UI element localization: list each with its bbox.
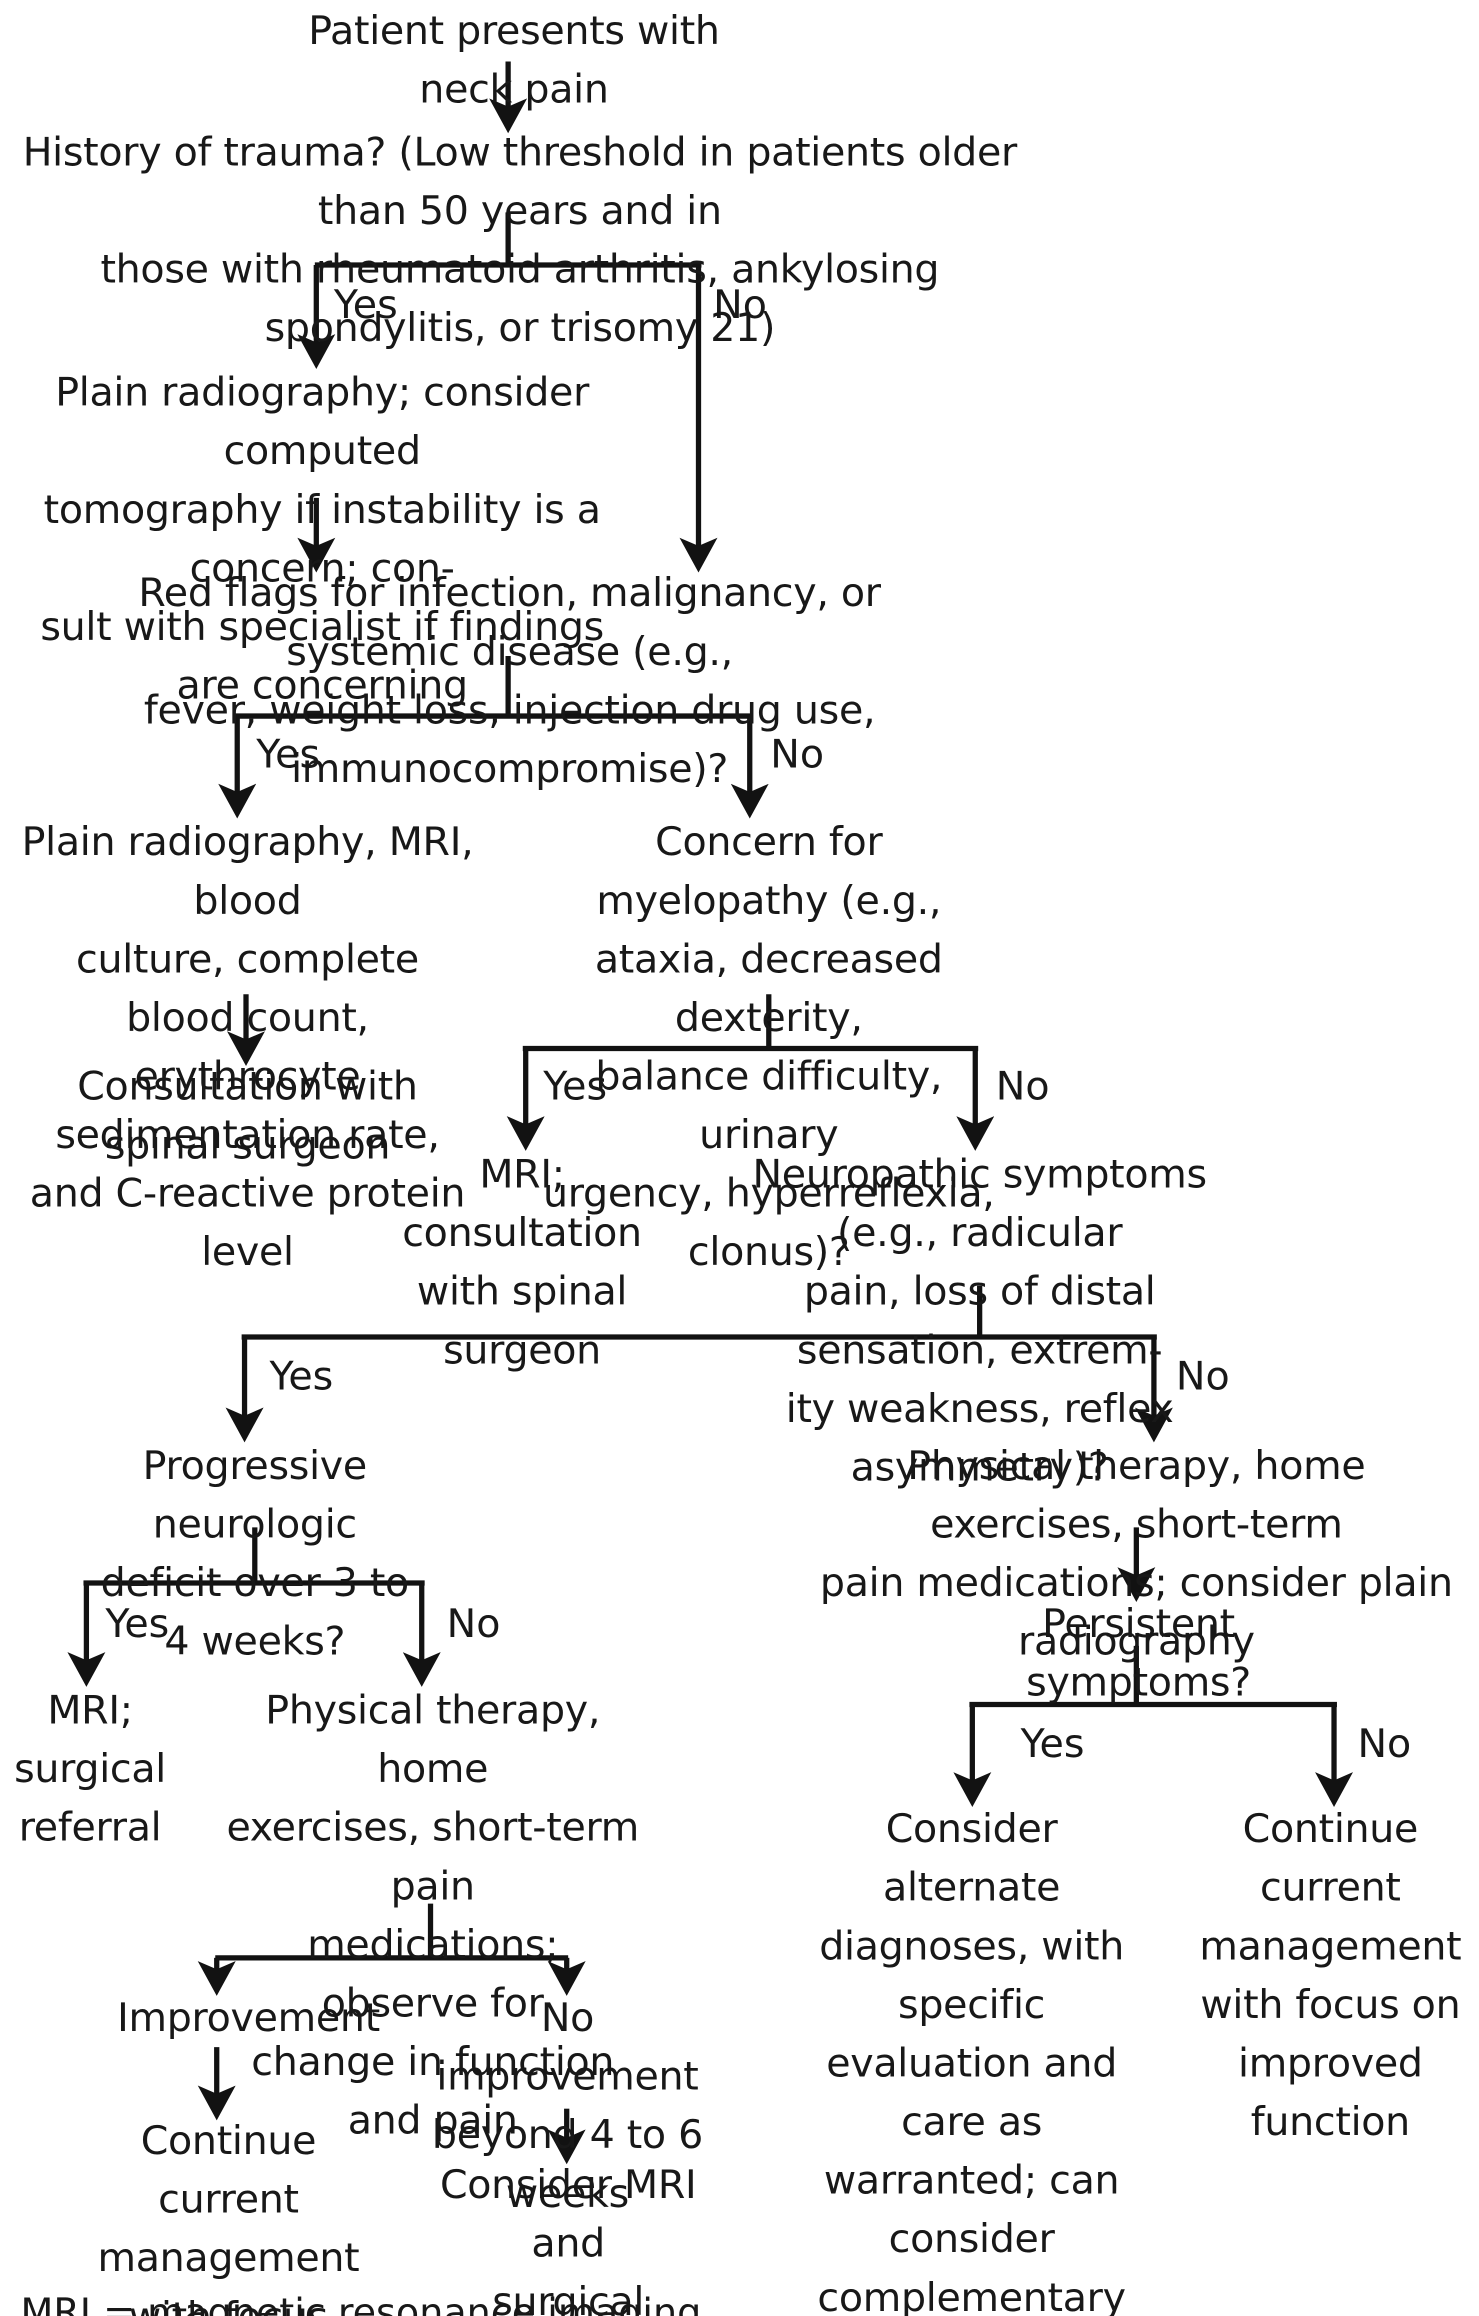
node-no-improvement: No improvement beyond 4 to 6 weeks	[431, 1995, 703, 2218]
branch-label-deficit-yes: Yes	[105, 1602, 170, 1648]
branch-label-redflags-yes: Yes	[256, 732, 321, 778]
branch-label-trauma-yes: Yes	[333, 282, 398, 329]
branch-label-neuropathic-no: No	[1175, 1354, 1230, 1400]
node-patient-presents: Patient presents with neck pain	[308, 8, 720, 113]
node-red-flags: Red flags for infection, malignancy, or …	[138, 571, 881, 793]
branch-label-deficit-no: No	[446, 1602, 501, 1648]
branch-label-persistent-yes: Yes	[1020, 1722, 1085, 1768]
footnote-abbreviation: MRI = magnetic resonance imaging.	[20, 2291, 714, 2316]
node-red-flag-workup: Plain radiography, MRI, blood culture, c…	[21, 820, 474, 1276]
node-improvement: Improvement	[117, 1995, 380, 2042]
node-physical-therapy-plain-radiography: Physical therapy, home exercises, short-…	[819, 1443, 1453, 1665]
branch-label-redflags-no: No	[770, 732, 825, 778]
branch-label-trauma-no: No	[713, 282, 767, 329]
branch-label-myelopathy-no: No	[995, 1064, 1050, 1110]
node-neuropathic-symptoms: Neuropathic symptoms (e.g., radicular pa…	[752, 1152, 1208, 1491]
node-concern-for-myelopathy: Concern for myelopathy (e.g., ataxia, de…	[543, 820, 995, 1276]
node-consultation-spinal-surgeon: Consultation with spinal surgeon	[77, 1064, 418, 1169]
node-persistent-symptoms: Persistent symptoms?	[1026, 1602, 1251, 1706]
branch-label-neuropathic-yes: Yes	[269, 1354, 334, 1400]
branch-label-myelopathy-yes: Yes	[543, 1064, 608, 1110]
node-plain-radiography-trauma: Plain radiography; consider computed tom…	[40, 370, 605, 709]
node-continue-current-management-left: Continue current management with focus o…	[97, 2118, 360, 2316]
node-mri-consultation: MRI; consultation with spinal surgeon	[402, 1152, 642, 1374]
branch-label-persistent-no: No	[1357, 1722, 1412, 1768]
node-physical-therapy-observe: Physical therapy, home exercises, short-…	[226, 1688, 639, 2144]
node-consider-mri-surgical-evaluation: Consider MRI and surgical evaluation	[439, 2162, 697, 2316]
node-progressive-neurologic-deficit: Progressive neurologic deficit over 3 to…	[100, 1443, 410, 1665]
node-mri-surgical-referral: MRI; surgical referral	[14, 1688, 167, 1851]
node-continue-current-management-right: Continue current management with focus o…	[1199, 1807, 1462, 2146]
node-consider-alternate-diagnoses: Consider alternate diagnoses, with speci…	[817, 1807, 1126, 2316]
node-history-of-trauma: History of trauma? (Low threshold in pat…	[22, 130, 1018, 352]
